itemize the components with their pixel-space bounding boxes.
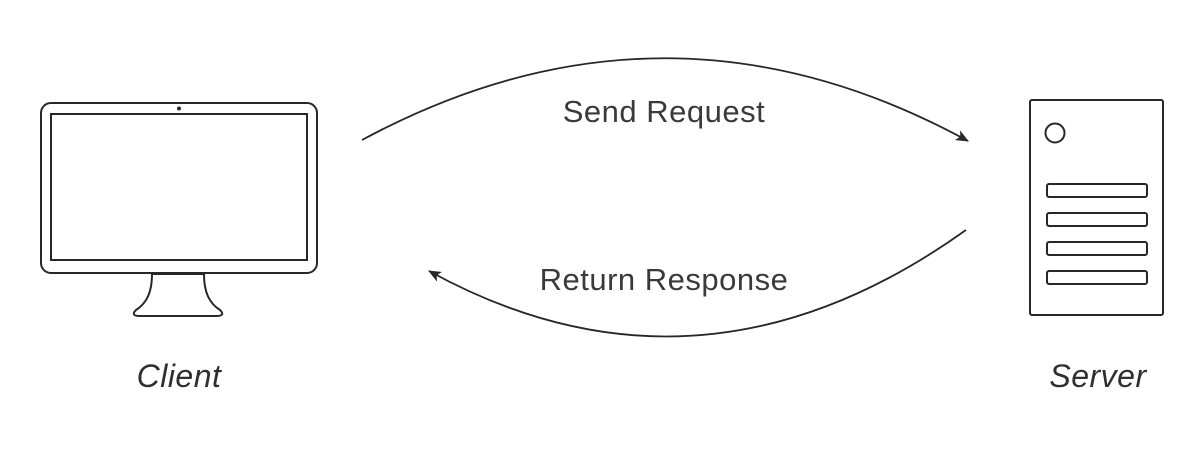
desktop-monitor-icon bbox=[40, 102, 318, 317]
return-response-label: Return Response bbox=[540, 262, 789, 297]
server-slot-bar bbox=[1046, 241, 1148, 256]
server-tower-icon bbox=[1029, 99, 1164, 316]
monitor-stand bbox=[132, 273, 224, 317]
server-slot-bar bbox=[1046, 183, 1148, 198]
monitor-screen bbox=[50, 113, 308, 261]
send-request-label: Send Request bbox=[563, 94, 765, 129]
return-response-arrow bbox=[428, 229, 967, 338]
server-slot-bar bbox=[1046, 270, 1148, 285]
monitor-camera-dot bbox=[177, 106, 181, 111]
server-label: Server bbox=[1049, 358, 1147, 394]
send-request-arrow bbox=[361, 57, 969, 142]
server-slot-bar bbox=[1046, 212, 1148, 227]
server-power-button bbox=[1044, 122, 1066, 144]
server-case bbox=[1029, 99, 1164, 316]
client-label: Client bbox=[137, 358, 222, 394]
